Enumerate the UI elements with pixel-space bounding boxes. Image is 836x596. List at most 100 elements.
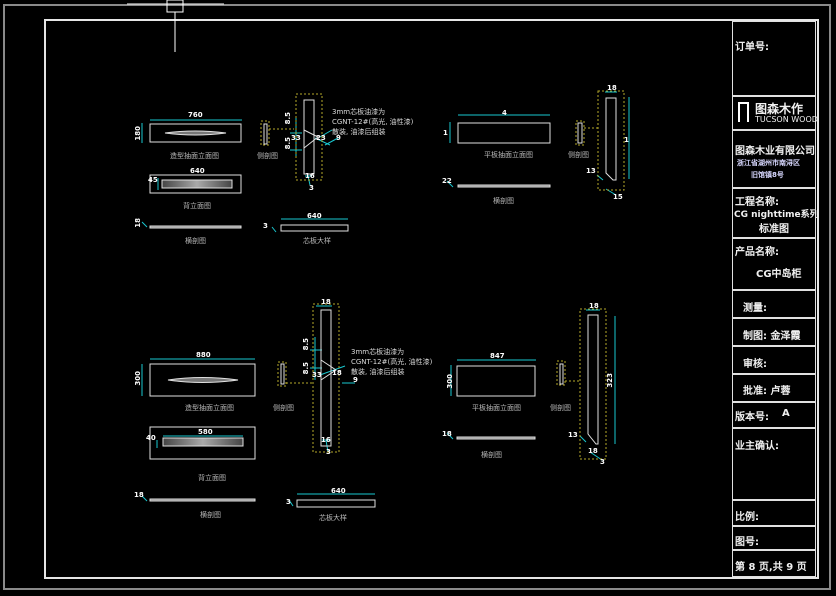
dim-tr-detail-bottom: 15 (613, 193, 623, 201)
note-tl: 3mm芯板油漆为 CGNT-12#(高光, 油性漆) 散装, 油漆后组装 (332, 107, 413, 137)
label-br-cross-section: 横剖图 (481, 451, 502, 459)
dim-bl-detail-2: 8.5 (302, 362, 310, 375)
dim-tl-back-width: 640 (190, 167, 205, 175)
dim-tr-detail-height: 1 (624, 136, 629, 144)
note-tl-line2: CGNT-12#(高光, 油性漆) (332, 118, 414, 126)
version-value: A (782, 408, 790, 419)
outer-sheet-border (3, 4, 831, 590)
project-name-2: 标准图 (759, 224, 789, 235)
label-bl-front-elevation: 造型抽面立面图 (185, 404, 234, 412)
company-name: 图森木业有限公司 (735, 146, 815, 157)
dim-bl-back-offset: 40 (146, 434, 156, 442)
dim-br-detail-height: 323 (606, 373, 614, 388)
label-tl-side-section: 侧剖图 (257, 152, 278, 160)
hidden-lines (260, 90, 625, 460)
dim-tl-front-height: 180 (134, 126, 142, 141)
dim-tl-detail-4: 9 (336, 134, 341, 142)
note-bl: 3mm芯板油漆为 CGNT-12#(高光, 油性漆) 散装, 油漆后组装 (351, 347, 432, 377)
project-label: 工程名称: (735, 197, 779, 208)
label-bl-side-section: 侧剖图 (273, 404, 294, 412)
logo-mark-icon (738, 102, 749, 122)
note-tl-line3: 散装, 油漆后组装 (332, 128, 386, 136)
tb-drafter: 制图: 金泽霞 (732, 318, 816, 346)
owner-confirm-label: 业主确认: (735, 441, 779, 452)
tb-survey: 测量: (732, 290, 816, 318)
tb-logo: 图森木作 TUCSON WOOD (732, 96, 818, 130)
dim-bl-detail-3: 33 (312, 371, 322, 379)
project-name-1: CG nighttime系列 (734, 210, 819, 220)
dim-tl-core-height: 3 (263, 222, 268, 230)
dim-bl-cross-thickness: 18 (134, 491, 144, 499)
dim-bl-back-width: 580 (198, 428, 213, 436)
label-br-side-section: 侧剖图 (550, 404, 571, 412)
dim-bl-detail-5: 9 (353, 376, 358, 384)
logo-en: TUCSON WOOD (755, 115, 818, 124)
dim-tl-detail-6: 3 (309, 184, 314, 192)
tb-company: 图森木业有限公司 浙江省湖州市南浔区 旧馆镇8号 (732, 130, 816, 188)
note-bl-line1: 3mm芯板油漆为 (351, 348, 405, 356)
approve-label: 批准: 卢蓉 (743, 386, 791, 397)
product-name: CG中岛柜 (756, 269, 802, 280)
dim-tl-cross-thickness: 18 (134, 218, 142, 228)
order-no-label: 订单号: (735, 42, 769, 53)
dim-tr-front-height: 1 (443, 129, 448, 137)
dim-bl-core-height: 3 (286, 498, 291, 506)
dim-bl-detail-7: 3 (326, 448, 331, 456)
company-address-1: 浙江省湖州市南浔区 (737, 159, 800, 167)
label-br-front-elevation: 平板抽面立面图 (472, 404, 521, 412)
dim-br-detail-tail: 3 (600, 458, 605, 466)
label-bl-core-board: 芯板大样 (319, 514, 347, 522)
tb-project: 工程名称: CG nighttime系列 标准图 (732, 188, 819, 238)
dim-bl-core-width: 640 (331, 487, 346, 495)
label-bl-back-elevation: 背立面图 (198, 474, 226, 482)
label-tr-front-elevation: 平板抽面立面图 (484, 151, 533, 159)
company-address-2: 旧馆镇8号 (751, 171, 784, 179)
dim-tl-detail-2: 33 (291, 134, 301, 142)
dim-br-front-height: 300 (446, 374, 454, 389)
drafter-label: 制图: 金泽霞 (743, 331, 801, 342)
label-tl-cross-section: 横剖图 (185, 237, 206, 245)
dim-bl-detail-6: 16 (321, 436, 331, 444)
label-tr-cross-section: 横剖图 (493, 197, 514, 205)
label-tl-front-elevation: 造型抽面立面图 (170, 152, 219, 160)
tb-page: 第 8 页,共 9 页 (732, 550, 816, 577)
dim-br-detail-bottom: 18 (588, 447, 598, 455)
outline-lines (149, 97, 617, 508)
tb-version: 版本号: A (732, 402, 816, 428)
tb-review: 审核: (732, 346, 816, 374)
dim-bl-front-width: 880 (196, 351, 211, 359)
dim-tl-core-width: 640 (307, 212, 322, 220)
drawing-no-label: 图号: (735, 537, 759, 548)
dim-tl-detail-5: 16 (305, 172, 315, 180)
product-label: 产品名称: (735, 247, 779, 258)
drawing-border (44, 19, 819, 579)
dim-bl-front-height: 300 (134, 371, 142, 386)
dim-br-detail-bottom-offset: 13 (568, 431, 578, 439)
dim-tl-back-offset: 45 (148, 176, 158, 184)
page-label: 第 8 页,共 9 页 (735, 562, 807, 573)
dim-br-detail-top: 18 (589, 302, 599, 310)
dimension-lines (141, 91, 630, 507)
dim-tl-detail-3: 23 (316, 134, 326, 142)
dim-bl-detail-1: 8.5 (302, 338, 310, 351)
label-tl-core-board: 芯板大样 (303, 237, 331, 245)
review-label: 审核: (743, 359, 767, 370)
tb-owner-confirm: 业主确认: (732, 428, 816, 500)
label-bl-cross-section: 横剖图 (200, 511, 221, 519)
note-bl-line2: CGNT-12#(高光, 油性漆) (351, 358, 433, 366)
dim-tr-cross-thickness: 22 (442, 177, 452, 185)
dim-tl-detail-0: 8.5 (284, 112, 292, 125)
tb-product: 产品名称: CG中岛柜 (732, 238, 816, 290)
label-tl-back-elevation: 背立面图 (183, 202, 211, 210)
dim-bl-detail-0: 18 (321, 298, 331, 306)
dim-bl-detail-4: 18 (332, 369, 342, 377)
dim-tr-front-width: 4 (502, 109, 507, 117)
dim-br-cross-thickness: 18 (442, 430, 452, 438)
tb-drawing-no: 图号: (732, 526, 816, 550)
survey-label: 测量: (743, 303, 767, 314)
dim-tr-detail-bottom-offset: 13 (586, 167, 596, 175)
logo-cn: 图森木作 (755, 102, 804, 116)
tb-order-no: 订单号: (732, 21, 816, 96)
